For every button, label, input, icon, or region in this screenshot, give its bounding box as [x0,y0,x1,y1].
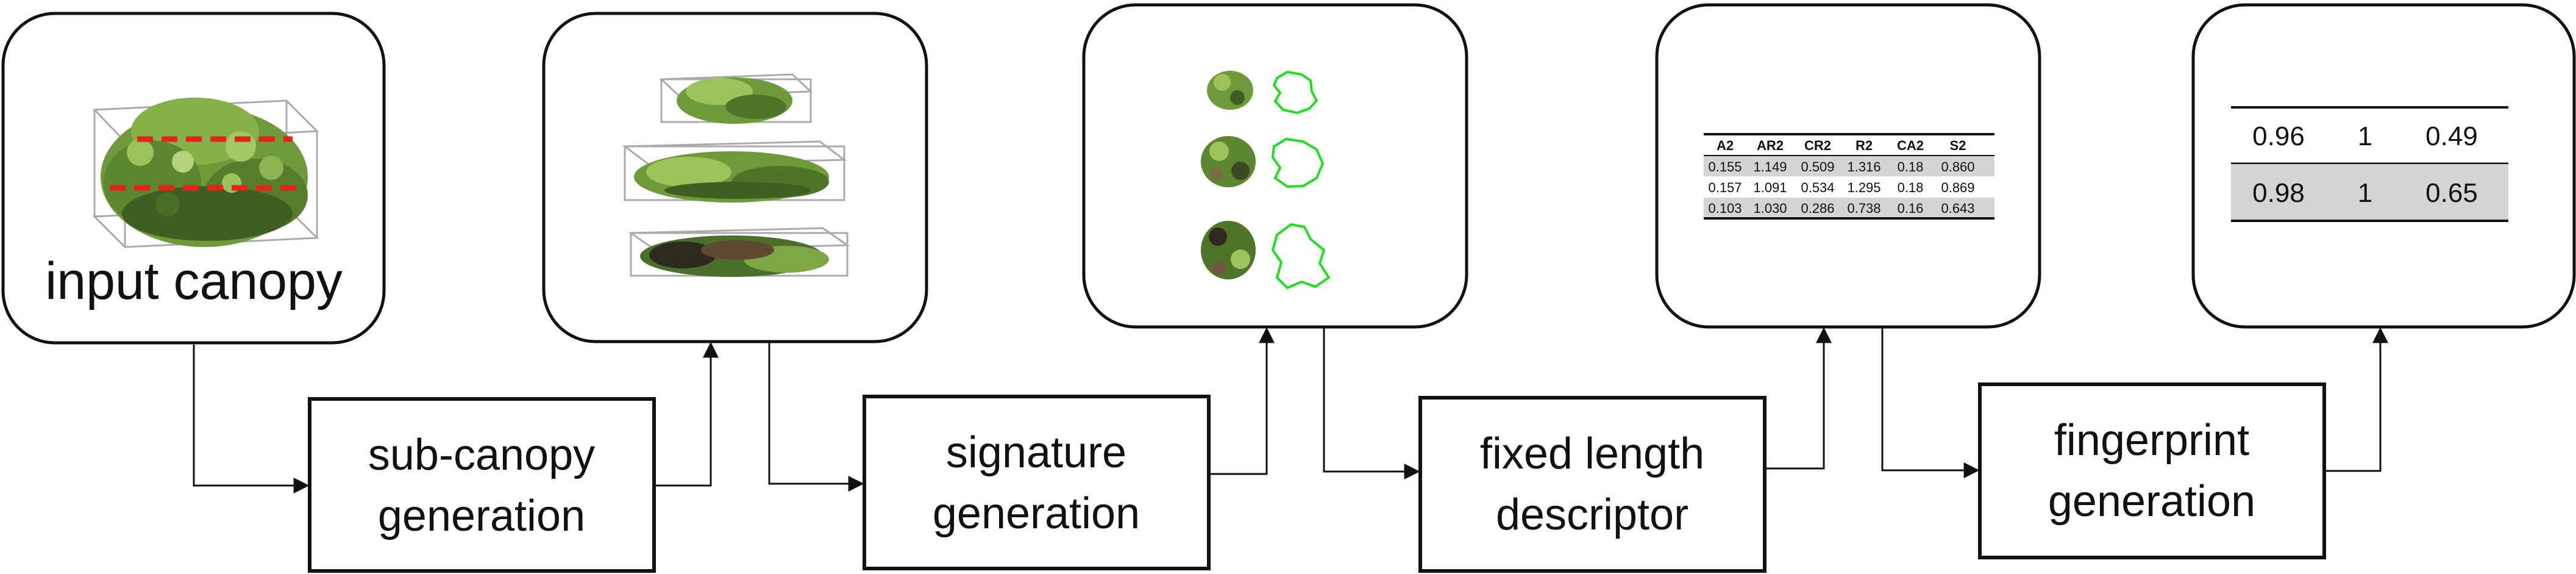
descriptor-cell: 0.643 [1941,201,1974,216]
descriptor-header-cell: CA2 [1897,138,1924,153]
process-descriptor-line-1: fixed length [1480,429,1704,478]
signature-outline-2 [1271,137,1325,188]
descriptor-cell: 0.157 [1708,180,1742,195]
fingerprint-cell: 1 [2358,178,2372,208]
descriptor-cell: 0.860 [1941,159,1974,174]
process-box-sub-canopy: sub-canopy generation [308,397,656,573]
arrow-fingerprint-to-panel5 [2324,327,2388,472]
signature-foliage-2 [1201,136,1256,187]
fingerprint-cell: 0.96 [2252,121,2305,151]
descriptor-cell: 1.316 [1847,159,1880,174]
descriptor-cell: 0.18 [1898,180,1924,195]
descriptor-cell: 0.534 [1801,180,1834,195]
fingerprint-cell: 1 [2358,121,2372,151]
process-box-signature: signature generation [863,395,1211,570]
descriptor-cell: 1.030 [1753,201,1787,216]
descriptor-cell: 0.738 [1847,201,1880,216]
fingerprint-cell: 0.65 [2425,178,2478,208]
process-fingerprint-line-2: generation [2048,477,2255,526]
input-canopy-label: input canopy [45,252,343,310]
descriptor-cell: 1.149 [1753,159,1787,174]
fingerprint-row-shade [2231,164,2508,220]
descriptor-header-cell: R2 [1856,138,1873,153]
fingerprint-table-panel: 0.96 1 0.49 0.98 1 0.65 [2191,3,2576,329]
descriptor-cell: 0.103 [1708,201,1742,216]
process-box-descriptor: fixed length descriptor [1418,396,1767,573]
arrow-signature-to-panel3 [1209,327,1275,475]
descriptor-table: A2 AR2 CR2 R2 CA2 S2 0.155 1.149 0.509 1.316 0.18 0… [1708,138,1974,216]
process-sub-canopy-line-2: generation [378,492,585,540]
sub-canopy-slice-top [659,73,813,124]
arrow-panel4-to-fingerprint [1881,327,1980,478]
arrow-canopy-to-subcanopy [193,345,310,493]
arrow-descriptor-to-panel4 [1765,327,1832,470]
fingerprint-table: 0.96 1 0.49 0.98 1 0.65 [2252,121,2478,208]
descriptor-row-shade-1 [1704,156,1994,176]
sub-canopy-slice-bottom [628,227,850,277]
process-signature-line-1: signature [946,428,1126,477]
signature-panel [1082,3,1468,329]
descriptor-cell: 0.286 [1801,201,1834,216]
fingerprint-cell: 0.98 [2252,178,2305,208]
process-signature-line-2: generation [933,489,1140,538]
process-fingerprint-line-1: fingerprint [2054,416,2249,465]
process-box-fingerprint: fingerprint generation [1978,382,2326,559]
signature-outline-3 [1271,223,1331,290]
descriptor-header-cell: AR2 [1757,138,1784,153]
descriptor-header-cell: A2 [1717,138,1734,153]
descriptor-cell: 0.869 [1941,180,1974,195]
input-canopy-panel: input canopy [1,12,386,345]
descriptor-cell: 0.509 [1801,159,1834,174]
descriptor-table-panel: A2 AR2 CR2 R2 CA2 S2 0.155 1.149 0.509 1.316 0.18 0… [1655,3,2041,329]
fingerprint-cell: 0.49 [2425,121,2478,151]
canopy-foliage-icon [101,98,308,247]
connectors [193,327,2388,493]
signature-foliage-1 [1207,71,1253,110]
signature-foliage-3 [1201,221,1256,279]
descriptor-cell: 1.295 [1847,180,1880,195]
descriptor-cell: 0.155 [1708,159,1742,174]
signature-outline-1 [1272,70,1318,115]
sub-canopy-panel [542,12,928,343]
descriptor-cell: 1.091 [1753,180,1787,195]
process-sub-canopy-line-1: sub-canopy [368,431,595,479]
descriptor-header-cell: CR2 [1804,138,1831,153]
descriptor-cell: 0.18 [1898,159,1924,174]
sub-canopy-slice-middle [622,140,847,203]
descriptor-header-cell: S2 [1950,138,1966,153]
arrow-subcanopy-to-panel2 [654,342,719,487]
arrow-panel3-to-descriptor [1323,327,1420,479]
descriptor-cell: 0.16 [1898,201,1924,216]
arrow-panel2-to-signature [768,342,864,492]
descriptor-row-shade-3 [1704,198,1994,218]
process-descriptor-line-2: descriptor [1496,490,1688,539]
